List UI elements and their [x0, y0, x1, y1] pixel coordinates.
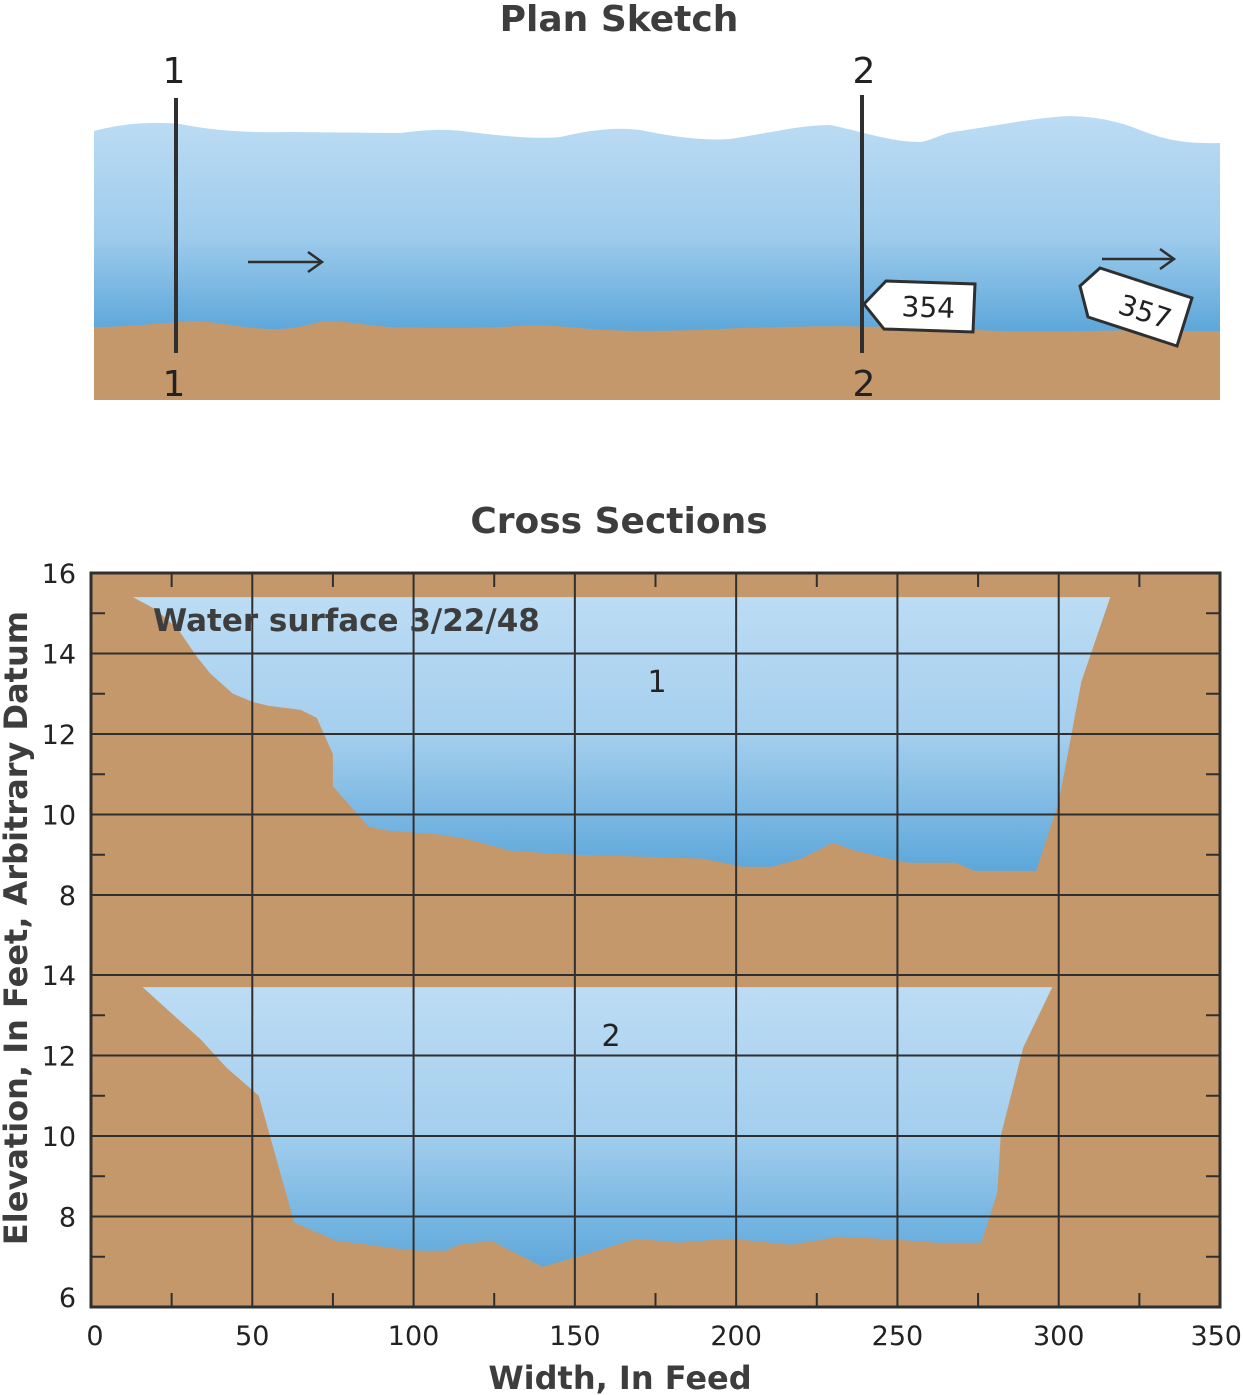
- water-surface-annotation: Water surface 3/22/48: [153, 603, 540, 639]
- chart-frame: [89, 571, 1222, 1309]
- y-tick-label-upper: 14: [42, 640, 76, 671]
- y-axis-title: Elevation, In Feet, Arbitrary Datum: [0, 611, 35, 1245]
- y-tick-label-lower: 6: [59, 1283, 76, 1314]
- y-tick-label-lower: 12: [42, 1042, 76, 1073]
- x-tick-label: 350: [1190, 1321, 1242, 1352]
- x-tick-label: 0: [86, 1321, 103, 1352]
- y-tick-label-upper: 10: [42, 801, 76, 832]
- chart-gridlines: [91, 573, 1220, 1307]
- x-tick-label: 100: [388, 1321, 440, 1352]
- section-1-bottom-label: 1: [163, 364, 186, 405]
- cross-section-chart: Water surface 3/22/48 1 2 0 50 100 150 200 25…: [0, 559, 1242, 1395]
- gage-marker-357: 357: [1078, 266, 1194, 348]
- y-tick-label-lower: 8: [59, 1203, 76, 1234]
- plan-sketch: 1 1 2 2 354 357: [94, 51, 1220, 405]
- y-tick-label-upper: 12: [42, 720, 76, 751]
- flow-arrow-right: [1102, 247, 1177, 271]
- section-2-water-area: [142, 987, 1053, 1267]
- y-tick-label-upper: 8: [59, 881, 76, 912]
- flow-arrow-left: [248, 250, 325, 274]
- gage-marker-354-label: 354: [901, 290, 956, 325]
- section-2-label: 2: [601, 1019, 620, 1054]
- x-tick-label: 200: [710, 1321, 762, 1352]
- x-tick-label: 300: [1033, 1321, 1085, 1352]
- cross-sections-title: Cross Sections: [470, 501, 767, 542]
- plan-sketch-title: Plan Sketch: [500, 0, 739, 40]
- section-2-top-label: 2: [853, 51, 876, 92]
- y-tick-label-lower: 10: [42, 1122, 76, 1153]
- x-axis-title: Width, In Feed: [488, 1359, 751, 1395]
- gage-marker-354: 354: [862, 279, 977, 334]
- x-tick-label: 150: [549, 1321, 601, 1352]
- y-tick-labels: 16 14 12 10 8 14 12 10 8 6: [42, 559, 76, 1314]
- x-tick-label: 250: [872, 1321, 924, 1352]
- plan-river: [94, 116, 1220, 332]
- plan-ground: [94, 318, 1220, 400]
- x-tick-label: 50: [235, 1321, 269, 1352]
- section-1-top-label: 1: [163, 51, 186, 92]
- y-tick-label-upper: 16: [42, 559, 76, 590]
- y-tick-label-lower: 14: [42, 961, 76, 992]
- section-1-label: 1: [647, 665, 666, 700]
- x-tick-labels: 0 50 100 150 200 250 300 350: [86, 1321, 1242, 1352]
- section-2-bottom-label: 2: [853, 364, 876, 405]
